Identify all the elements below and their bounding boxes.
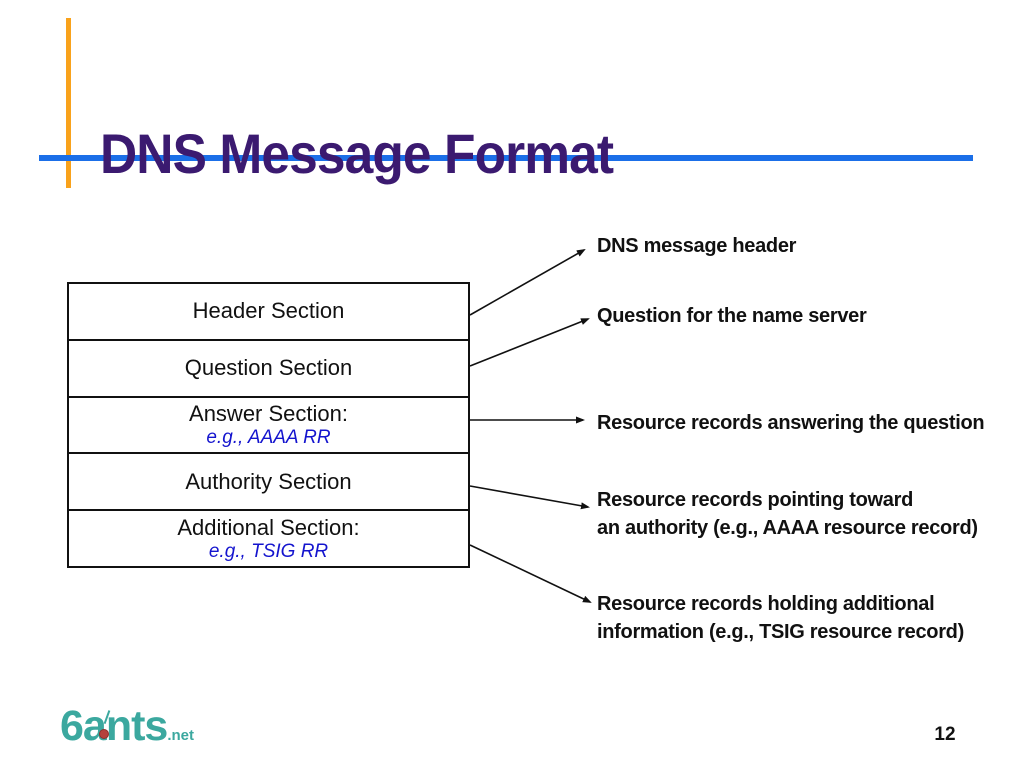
logo-tld-text: .net	[167, 727, 195, 744]
connector-line	[469, 485, 590, 510]
section-title: Additional Section:	[177, 514, 360, 540]
connector-line	[469, 544, 592, 603]
table-row-additional-section: Additional Section: e.g., TSIG RR	[69, 511, 468, 566]
table-row-question-section: Question Section	[69, 340, 468, 398]
annotation-line: Question for the name server	[597, 305, 867, 327]
annotation-line: DNS message header	[597, 235, 797, 257]
table-row-authority-section: Authority Section	[69, 454, 468, 512]
brand-logo: 6ants.net	[60, 702, 194, 750]
dns-message-table: Header Section Question Section Answer S…	[67, 282, 470, 568]
accent-vertical-line	[66, 18, 71, 188]
annotation-line: Resource records holding additional	[597, 593, 935, 615]
section-title: Answer Section:	[189, 400, 348, 426]
table-row-header-section: Header Section	[69, 284, 468, 341]
annotation-line: information (e.g., TSIG resource record)	[597, 621, 964, 643]
annotation-line: an authority (e.g., AAAA resource record…	[597, 517, 978, 539]
annotation-resource-records-authority: Resource records pointing toward an auth…	[597, 486, 978, 542]
table-row-answer-section: Answer Section: e.g., AAAA RR	[69, 397, 468, 455]
section-subtitle: e.g., TSIG RR	[208, 540, 329, 562]
annotation-resource-records-answering: Resource records answering the question	[597, 409, 985, 437]
section-title: Header Section	[192, 298, 345, 324]
connector-line	[469, 318, 590, 367]
page-number: 12	[934, 724, 956, 745]
section-title: Authority Section	[185, 468, 352, 494]
logo-ant-dot-icon	[99, 729, 109, 739]
section-title: Question Section	[184, 355, 353, 381]
section-subtitle: e.g., AAAA RR	[206, 426, 331, 448]
accent-horizontal-rule	[39, 155, 973, 161]
connector-line	[469, 249, 586, 316]
logo-brand-text: 6ants	[60, 702, 168, 750]
annotation-resource-records-additional: Resource records holding additional info…	[597, 590, 964, 646]
annotation-line: Resource records pointing toward	[597, 489, 914, 511]
page-title: DNS Message Format	[100, 121, 614, 185]
annotation-line: Resource records answering the question	[597, 412, 985, 434]
annotation-dns-message-header: DNS message header	[597, 232, 796, 260]
annotation-question-for-name-server: Question for the name server	[597, 302, 867, 330]
